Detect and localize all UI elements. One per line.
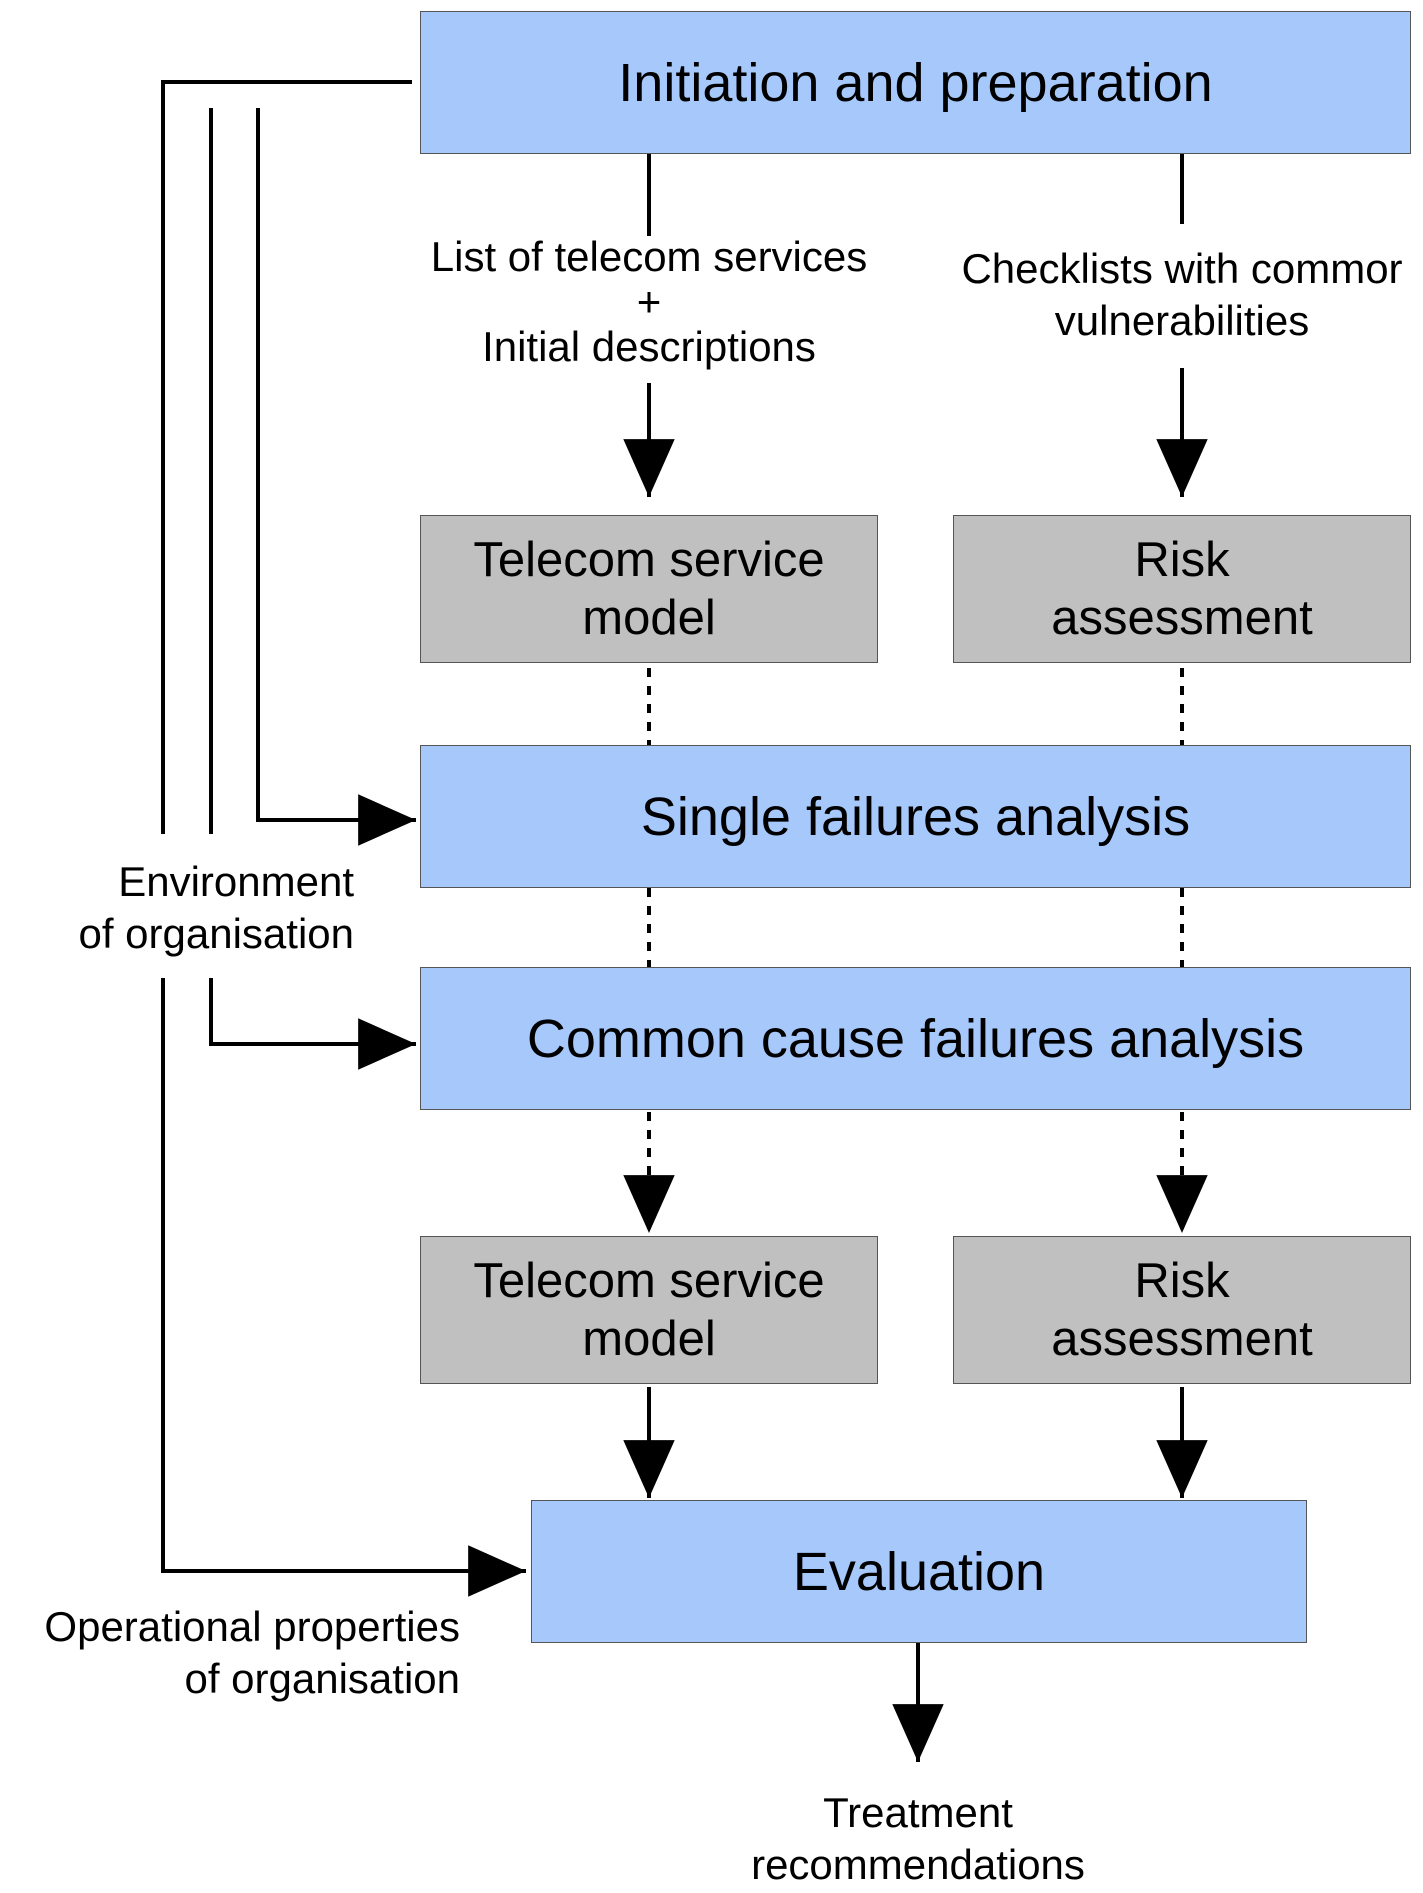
risk-1-line-1: Risk: [1134, 533, 1230, 587]
initiation-box: Initiation and preparation: [420, 11, 1411, 154]
telecom-model-1-line-1: Telecom service: [473, 533, 825, 587]
treatment-line-2: recommendations: [751, 1841, 1085, 1888]
environment-label: Environment of organisation: [20, 856, 354, 960]
operational-label: Operational properties of organisation: [0, 1601, 460, 1705]
checklists-line-1: Checklists with commor: [961, 245, 1403, 292]
common-cause-label: Common cause failures analysis: [526, 1008, 1305, 1069]
telecom-model-2-line-2: model: [582, 1312, 716, 1366]
arrow-operational-to-evaluation: [161, 978, 526, 1597]
environment-line-1: Environment: [118, 858, 354, 905]
line-initiation-to-left: [161, 80, 412, 834]
telecom-model-1-line-2: model: [582, 591, 716, 645]
telecom-list-label: List of telecom services + Initial descr…: [399, 234, 899, 369]
arrow-to-single-failures: [256, 108, 416, 846]
arrow-environment-to-common-cause: [209, 978, 416, 1070]
telecom-list-line-1: List of telecom services: [430, 233, 868, 280]
telecom-list-line-3: Initial descriptions: [482, 323, 816, 370]
single-failures-box: Single failures analysis: [420, 745, 1411, 888]
treatment-line-1: Treatment: [823, 1789, 1013, 1836]
common-cause-box: Common cause failures analysis: [420, 967, 1411, 1110]
operational-line-2: of organisation: [184, 1655, 460, 1702]
risk-2-line-2: assessment: [1051, 1312, 1313, 1366]
environment-line-2: of organisation: [78, 910, 354, 957]
telecom-service-model-box-2: Telecom service model: [420, 1236, 878, 1384]
operational-line-1: Operational properties: [44, 1603, 460, 1650]
treatment-label: Treatment recommendations: [668, 1787, 1168, 1891]
telecom-model-2-line-1: Telecom service: [473, 1254, 825, 1308]
single-failures-label: Single failures analysis: [640, 786, 1191, 847]
evaluation-box: Evaluation: [531, 1500, 1307, 1643]
risk-2-line-1: Risk: [1134, 1254, 1230, 1308]
telecom-service-model-box-1: Telecom service model: [420, 515, 878, 663]
telecom-list-plus: +: [636, 278, 662, 325]
risk-assessment-box-1: Risk assessment: [953, 515, 1411, 663]
initiation-label: Initiation and preparation: [618, 52, 1213, 113]
evaluation-label: Evaluation: [792, 1541, 1046, 1602]
risk-1-line-2: assessment: [1051, 591, 1313, 645]
checklists-line-2: vulnerabilities: [1054, 297, 1310, 344]
risk-assessment-box-2: Risk assessment: [953, 1236, 1411, 1384]
checklists-label: Checklists with commor vulnerabilities: [932, 243, 1423, 347]
